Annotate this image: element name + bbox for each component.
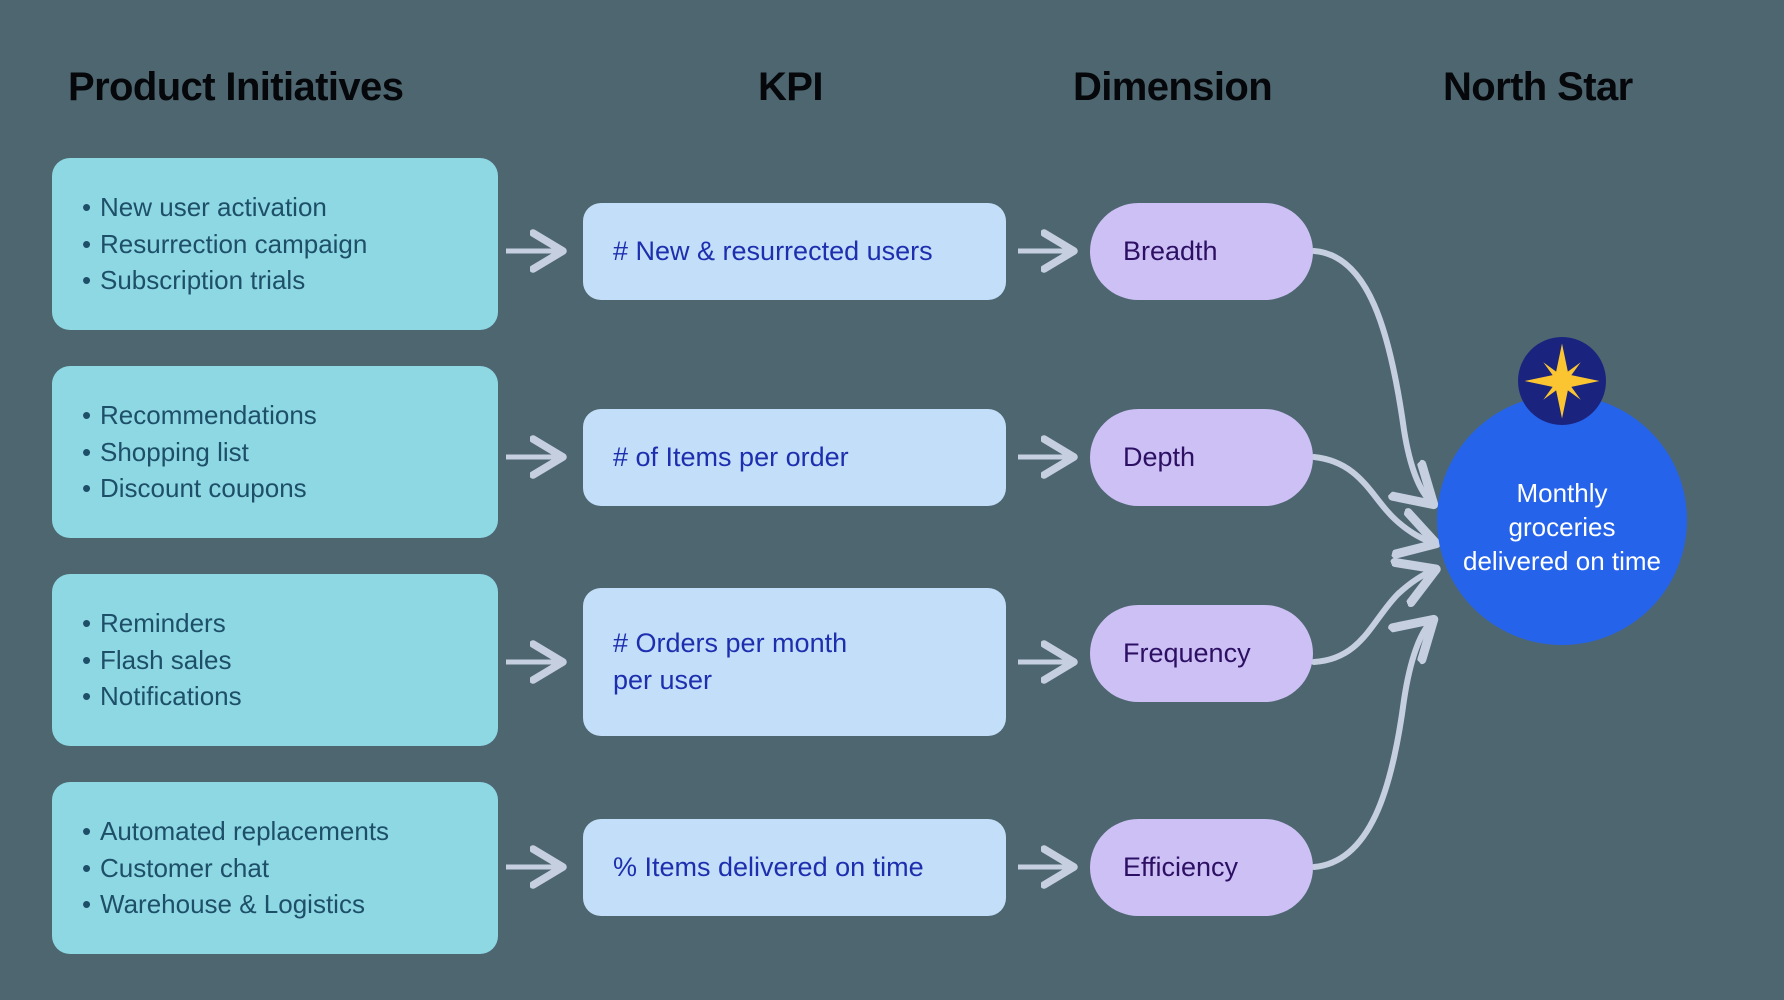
- column-header-north-star: North Star: [1443, 65, 1633, 109]
- bullet-icon: •: [82, 399, 92, 430]
- north-star-group[interactable]: Monthly groceries delivered on time: [1437, 337, 1687, 645]
- dimension-label: Frequency: [1123, 638, 1251, 668]
- list-item: • Customer chat: [82, 850, 472, 887]
- initiative-card[interactable]: • New user activation • Resurrection campa…: [52, 158, 498, 330]
- initiative-card[interactable]: • Automated replacements • Customer chat •…: [52, 782, 498, 954]
- dimension-pill[interactable]: Frequency: [1090, 605, 1313, 702]
- kpi-label-line1: # Orders per month: [613, 627, 848, 658]
- dimension-pill[interactable]: Efficiency: [1090, 819, 1313, 916]
- list-item: • Shopping list: [82, 434, 472, 471]
- dimension-label: Efficiency: [1123, 852, 1239, 882]
- kpi-card[interactable]: # of Items per order: [583, 409, 1006, 506]
- bullet-icon: •: [82, 607, 92, 638]
- dimension-pill[interactable]: Depth: [1090, 409, 1313, 506]
- list-item-label: Flash sales: [100, 644, 232, 675]
- kpi-label: # of Items per order: [613, 441, 849, 472]
- kpi-label: # New & resurrected users: [613, 235, 933, 266]
- arrow-efficiency-to-north-star: [1311, 621, 1432, 870]
- list-item: • Discount coupons: [82, 470, 472, 507]
- list-item-label: Recommendations: [100, 399, 317, 430]
- bullet-icon: •: [82, 228, 92, 259]
- list-item: • Resurrection campaign: [82, 226, 472, 263]
- dimension-pill[interactable]: Breadth: [1090, 203, 1313, 300]
- list-item-label: Resurrection campaign: [100, 228, 368, 259]
- north-star-circle[interactable]: Monthly groceries delivered on time: [1437, 395, 1687, 645]
- list-item-label: New user activation: [100, 191, 327, 222]
- north-star-label: Monthly groceries delivered on time: [1463, 477, 1661, 577]
- list-item: • Flash sales: [82, 642, 472, 679]
- kpi-label-line2: per user: [613, 665, 713, 695]
- arrow-depth-to-north-star: [1311, 454, 1434, 543]
- bullet-icon: •: [82, 889, 92, 920]
- list-item-label: Customer chat: [100, 852, 270, 883]
- list-item: • New user activation: [82, 189, 472, 226]
- list-item: • Automated replacements: [82, 813, 472, 850]
- list-item: • Notifications: [82, 678, 472, 715]
- bullet-icon: •: [82, 644, 92, 675]
- bullet-icon: •: [82, 265, 92, 296]
- column-header-product-initiatives: Product Initiatives: [68, 65, 404, 109]
- arrow-breadth-to-north-star: [1311, 248, 1432, 503]
- list-item-label: Discount coupons: [100, 473, 307, 504]
- initiative-card[interactable]: • Reminders • Flash sales • Notifications: [52, 574, 498, 746]
- eight-point-star-icon: [1518, 337, 1606, 425]
- list-item: • Recommendations: [82, 397, 472, 434]
- list-item: • Reminders: [82, 605, 472, 642]
- column-header-kpi: KPI: [758, 65, 823, 109]
- list-item-label: Shopping list: [100, 436, 249, 467]
- list-item-label: Automated replacements: [100, 815, 390, 846]
- list-item-label: Warehouse & Logistics: [100, 889, 365, 920]
- bullet-icon: •: [82, 852, 92, 883]
- bullet-icon: •: [82, 815, 92, 846]
- list-item: • Subscription trials: [82, 262, 472, 299]
- dimension-label: Depth: [1123, 442, 1196, 472]
- kpi-label: % Items delivered on time: [613, 851, 924, 882]
- bullet-icon: •: [82, 436, 92, 467]
- kpi-card[interactable]: # New & resurrected users: [583, 203, 1006, 300]
- list-item-label: Subscription trials: [100, 265, 306, 296]
- star-glyph: [1524, 343, 1600, 419]
- bullet-icon: •: [82, 681, 92, 712]
- list-item-label: Reminders: [100, 607, 226, 638]
- kpi-card[interactable]: % Items delivered on time: [583, 819, 1006, 916]
- bullet-icon: •: [82, 473, 92, 504]
- kpi-card[interactable]: # Orders per month per user: [583, 588, 1006, 736]
- list-item: • Warehouse & Logistics: [82, 886, 472, 923]
- initiative-card[interactable]: • Recommendations • Shopping list • Discoun…: [52, 366, 498, 538]
- column-header-dimension: Dimension: [1073, 65, 1273, 109]
- bullet-icon: •: [82, 191, 92, 222]
- list-item-label: Notifications: [100, 681, 242, 712]
- kpi-label: # Orders per month per user: [613, 625, 847, 700]
- dimension-label: Breadth: [1123, 236, 1218, 266]
- arrow-frequency-to-north-star: [1311, 570, 1434, 665]
